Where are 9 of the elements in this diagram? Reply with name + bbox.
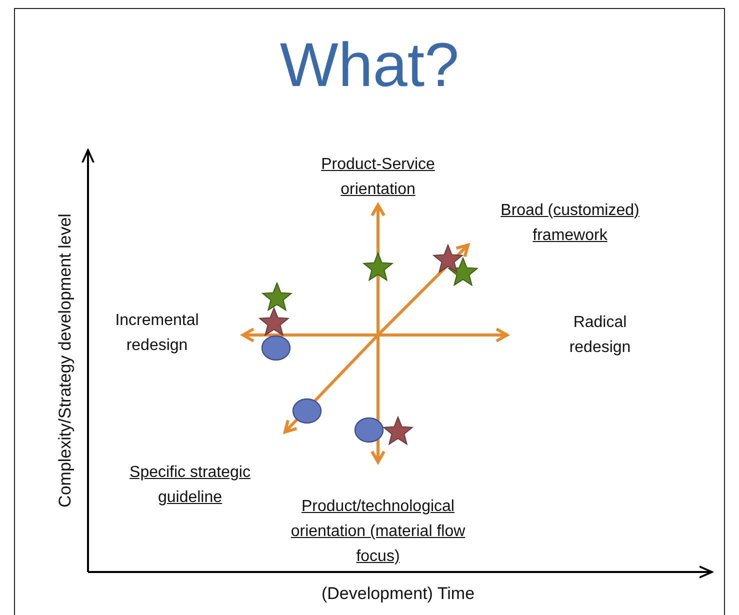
axis-label: Radical redesign: [568, 313, 632, 358]
axis-label: Incremental redesign: [114, 311, 200, 356]
axis-label: Broad (customized) framework: [500, 201, 640, 246]
axis-label: Product-Service orientation: [320, 155, 436, 200]
axis-title: Complexity/Strategy development level: [54, 212, 76, 510]
axis-title: (Development) Time: [320, 583, 476, 605]
title: What?: [278, 30, 460, 101]
axis-label: Specific strategic guideline: [128, 463, 252, 508]
axis-label: Product/technological orientation (material flow focus): [290, 497, 466, 567]
